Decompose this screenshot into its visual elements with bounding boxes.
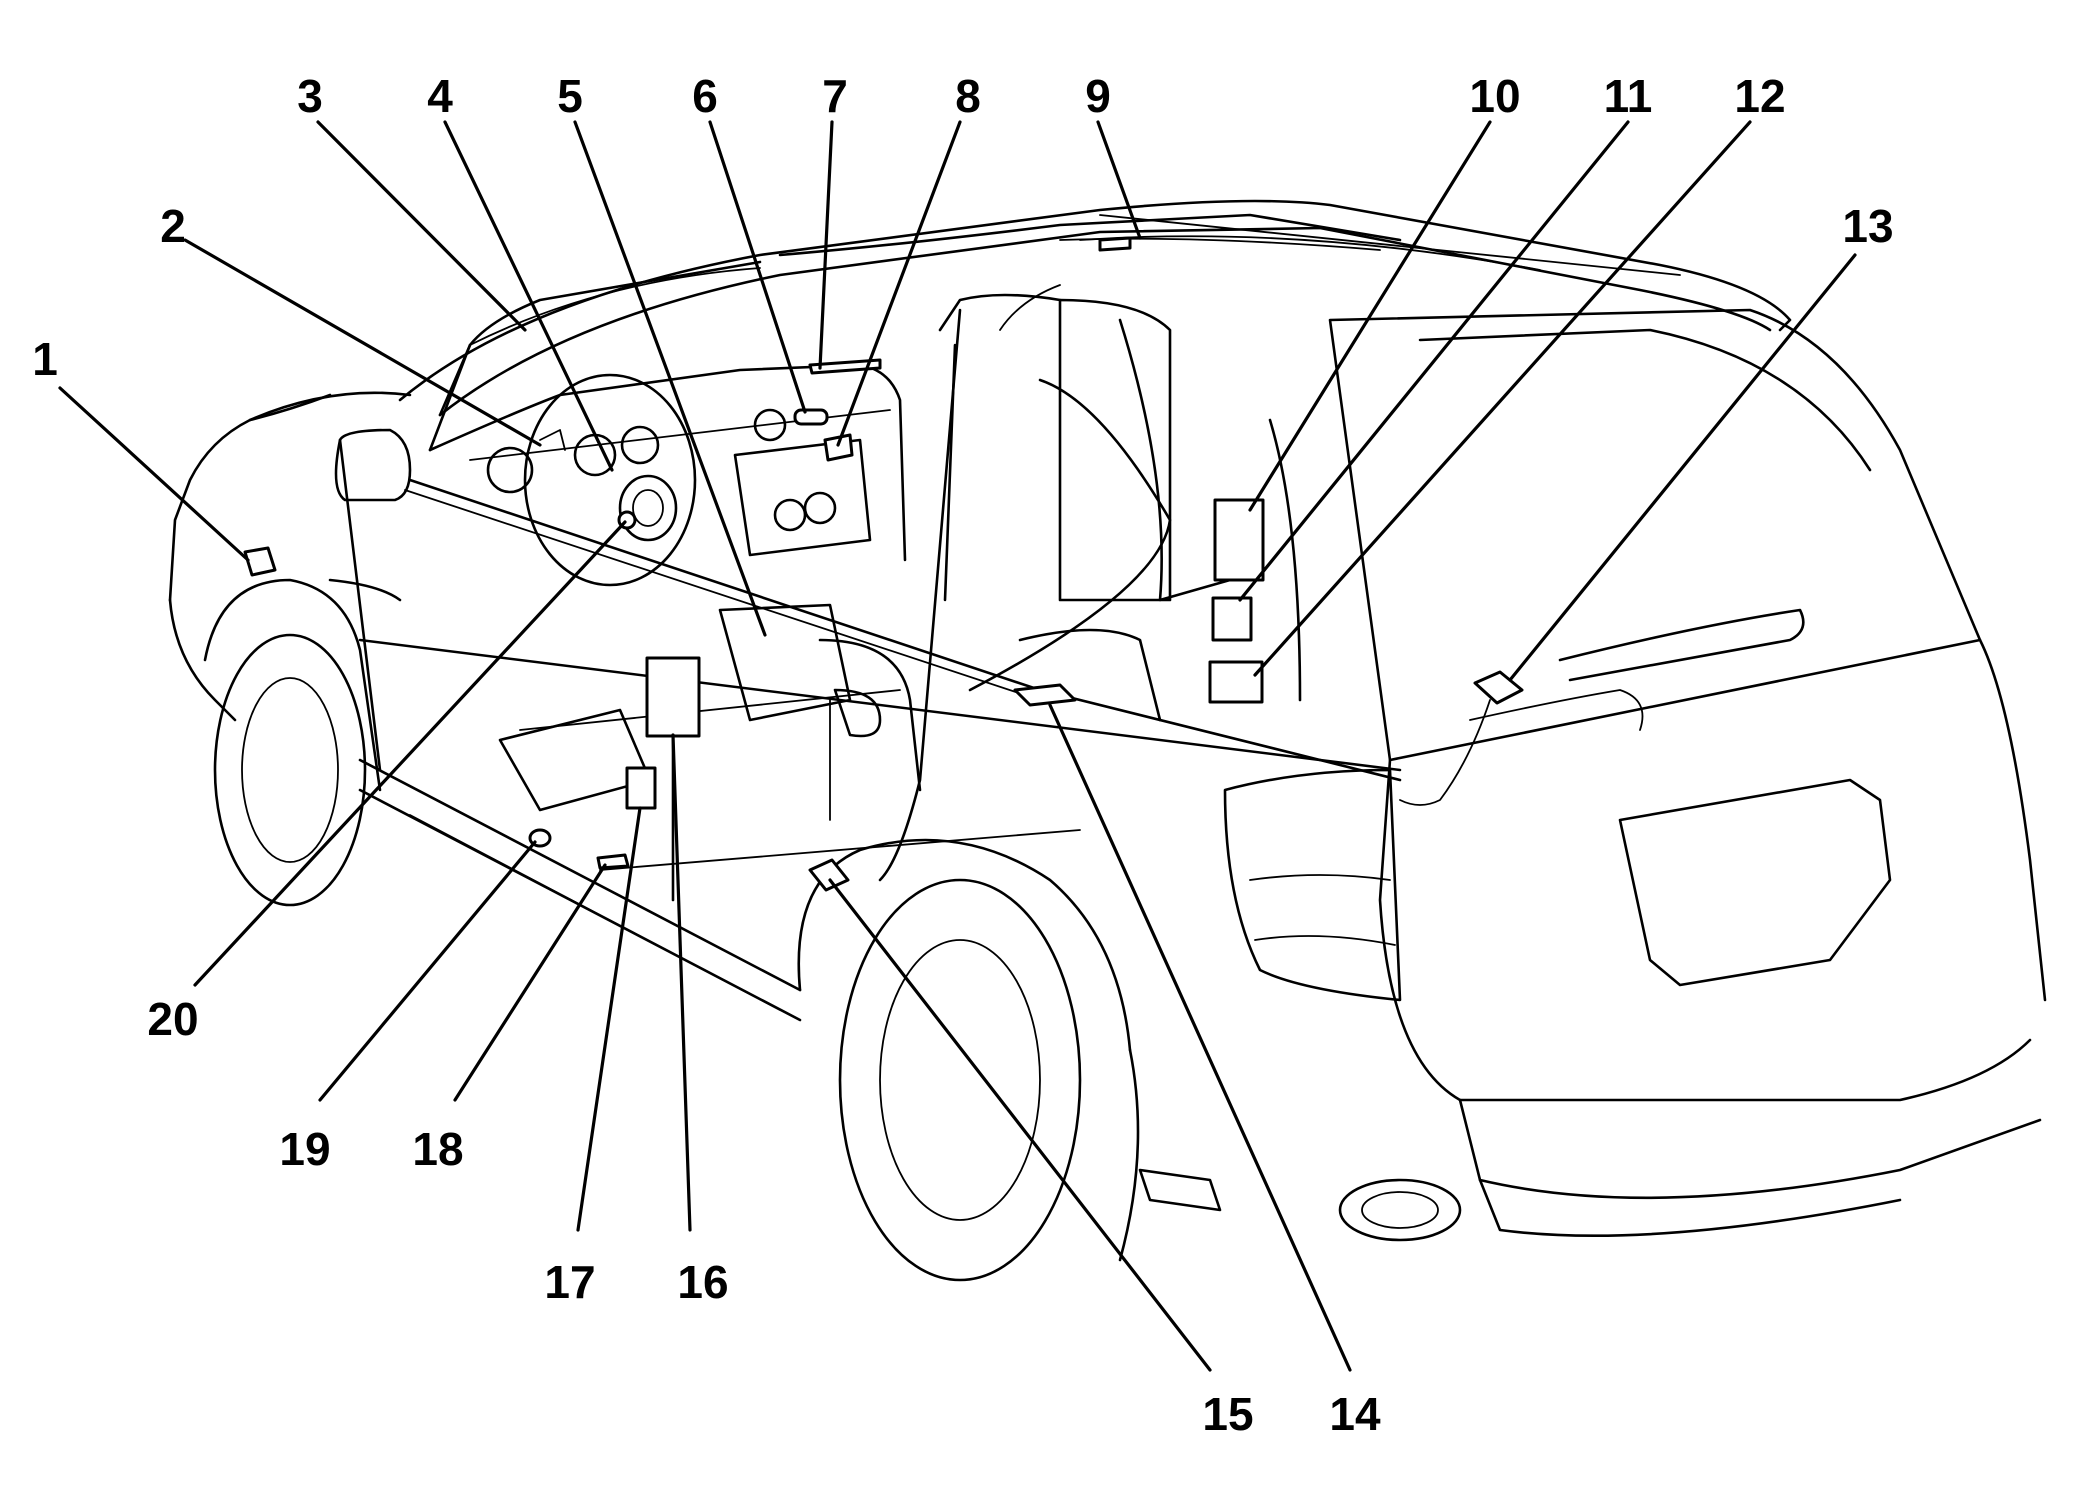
leader-8 <box>836 120 962 447</box>
component-8 <box>823 433 854 462</box>
leader-9 <box>1096 120 1142 240</box>
leader-19 <box>318 840 537 1102</box>
leader-12 <box>1253 120 1752 677</box>
callout-5: 5 <box>557 70 583 122</box>
leader-15 <box>828 878 1212 1372</box>
side-mirror <box>334 428 412 502</box>
callout-20: 20 <box>147 993 198 1045</box>
component-17 <box>625 766 657 810</box>
leader-20 <box>193 520 627 987</box>
leader-18 <box>453 863 607 1102</box>
component-2 <box>539 429 566 451</box>
leader-17 <box>576 806 642 1232</box>
component-12 <box>1208 660 1264 704</box>
rear-wheel <box>838 878 1082 1282</box>
leader-3 <box>316 120 527 332</box>
leader-1 <box>58 386 250 562</box>
callout-labels: 1 2 3 4 5 6 7 8 9 10 11 12 13 14 15 16 1… <box>32 70 1893 1440</box>
leader-6 <box>708 120 807 414</box>
callout-9: 9 <box>1085 70 1111 122</box>
component-15 <box>808 858 850 892</box>
component-7 <box>808 358 882 375</box>
steering-wheel <box>523 373 697 587</box>
component-10 <box>1213 498 1265 582</box>
component-13 <box>1473 670 1524 705</box>
component-1 <box>243 546 277 577</box>
leader-13 <box>1508 253 1857 682</box>
component-16 <box>645 656 701 738</box>
leader-5 <box>573 120 767 637</box>
callout-12: 12 <box>1734 70 1785 122</box>
callout-8: 8 <box>955 70 981 122</box>
vehicle-components <box>243 236 1524 902</box>
component-11 <box>1211 596 1253 642</box>
callout-16: 16 <box>677 1256 728 1308</box>
component-9 <box>1098 236 1132 252</box>
leader-11 <box>1238 120 1630 602</box>
vehicle-interior <box>404 213 1644 882</box>
front-wheel <box>213 633 367 907</box>
leader-16 <box>671 733 692 1232</box>
leader-4 <box>443 120 614 472</box>
leader-14 <box>1048 703 1352 1372</box>
callout-15: 15 <box>1202 1388 1253 1440</box>
callout-3: 3 <box>297 70 323 122</box>
vehicle-body-outline <box>168 199 2047 1282</box>
callout-17: 17 <box>544 1256 595 1308</box>
callout-leader-lines <box>58 120 1857 1372</box>
component-6 <box>793 408 829 426</box>
leader-7 <box>818 120 834 370</box>
leader-10 <box>1248 120 1492 512</box>
callout-13: 13 <box>1842 200 1893 252</box>
callout-6: 6 <box>692 70 718 122</box>
callout-19: 19 <box>279 1123 330 1175</box>
callout-10: 10 <box>1469 70 1520 122</box>
callout-1: 1 <box>32 333 58 385</box>
leader-2 <box>183 238 542 447</box>
callout-11: 11 <box>1604 70 1653 122</box>
steering-wheel-hub <box>618 474 678 542</box>
component-14 <box>1013 683 1077 707</box>
callout-4: 4 <box>427 70 453 122</box>
callout-18: 18 <box>412 1123 463 1175</box>
callout-2: 2 <box>160 200 186 252</box>
callout-14: 14 <box>1329 1388 1381 1440</box>
callout-7: 7 <box>822 70 848 122</box>
